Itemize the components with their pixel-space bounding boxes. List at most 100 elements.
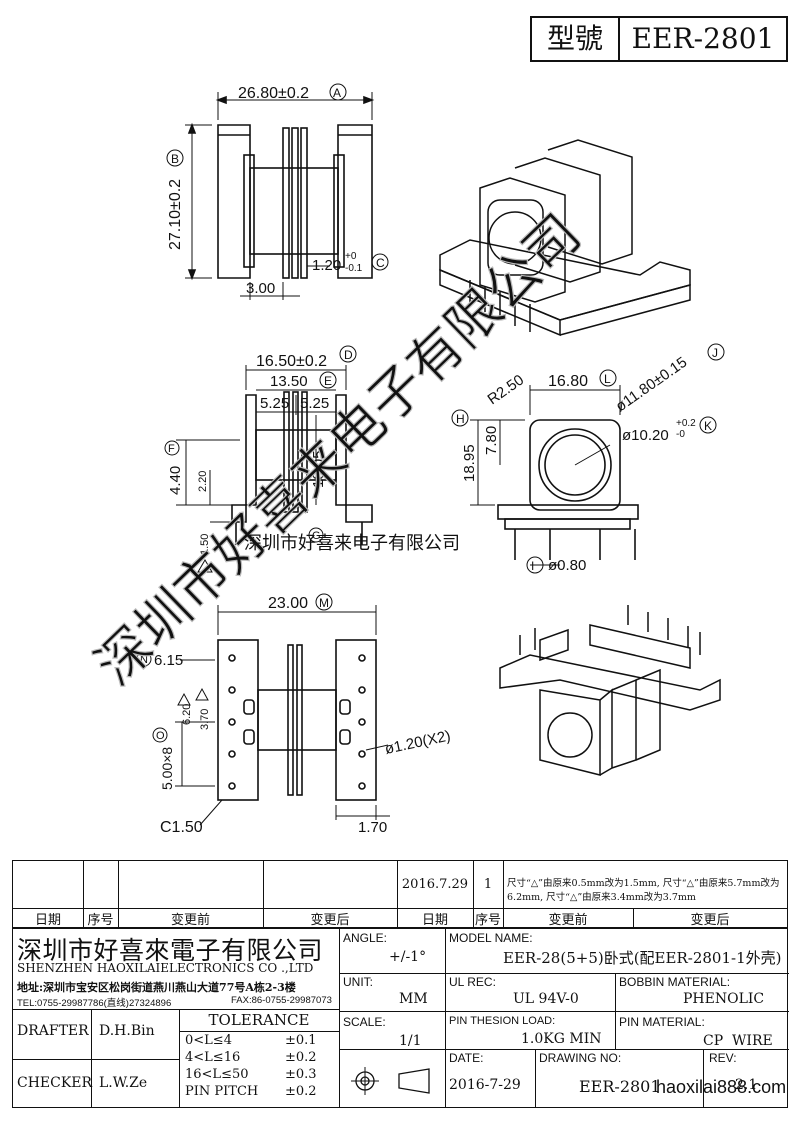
rev-header-after-1: 变更后 (310, 913, 350, 928)
model-box-value: EER-2801 (631, 22, 775, 55)
circle-label-j: J (712, 346, 718, 360)
scale-value: 1/1 (399, 1033, 422, 1049)
revision-number: 1 (483, 877, 493, 892)
drafter-value: D.H.Bin (99, 1023, 155, 1039)
drafter-label: DRAFTER (17, 1023, 89, 1039)
company-address: 地址:深圳市宝安区松岗街道燕川燕山大道77号A栋2-3楼 (17, 981, 296, 994)
circle-label-g: G (312, 530, 321, 542)
dim-front-width: 16.80 (548, 373, 588, 390)
checker-value: L.W.Ze (99, 1075, 148, 1091)
tol-range-4: PIN PITCH (185, 1084, 259, 1099)
circle-label-k: K (704, 419, 712, 433)
rev-value: 2.1 (735, 1077, 758, 1093)
angle-value: +/-1° (389, 949, 427, 965)
dim-front-dia1: ø11.80±0.15 (613, 354, 691, 416)
iso-view-bottom (499, 605, 721, 776)
iso-view-top (439, 139, 691, 337)
dim-front-dia2: ø10.20 (622, 427, 669, 444)
dim-front-h1: 18.95 (461, 444, 478, 482)
side-view-middle (176, 365, 373, 573)
dim-bot-c150: C1.50 (160, 819, 203, 836)
circle-label-m: M (319, 596, 329, 610)
dim-front-h2: 7.80 (483, 426, 500, 455)
dim-top-tol-minus: -0.1 (345, 263, 363, 274)
ul-label: UL REC: (449, 975, 496, 989)
drawno-label: DRAWING NO: (539, 1051, 622, 1065)
revision-note-line1: 尺寸“△”由原来0.5mm改为1.5mm, 尺寸“△”由原来5.7mm改为 (507, 878, 780, 889)
tol-range-2: 4<L≤16 (185, 1050, 241, 1065)
tol-range-1: 0<L≤4 (185, 1033, 232, 1048)
unit-label: UNIT: (343, 975, 373, 989)
dim-top-tol: 1.20 (312, 257, 341, 274)
dim-mid-width: 16.50±0.2 (256, 353, 327, 370)
revision-date: 2016.7.29 (401, 877, 469, 892)
circle-label-c: C (376, 256, 385, 270)
circle-label-a: A (333, 86, 341, 100)
dim-front-dia2-minus: -0 (676, 429, 685, 440)
projection-symbol (349, 1061, 439, 1101)
dim-bot-170: 1.70 (358, 819, 387, 836)
tol-value-2: ±0.2 (285, 1050, 317, 1065)
rev-header-before-2: 变更前 (548, 913, 588, 928)
dim-top-tol-plus: +0 (345, 251, 357, 262)
scale-label: SCALE: (343, 1015, 386, 1029)
circle-label-h: H (456, 412, 465, 426)
tol-value-1: ±0.1 (285, 1033, 317, 1048)
dim-top-height: 27.10±0.2 (167, 179, 184, 250)
revision-note-line2: 6.2mm, 尺寸“△”由原来3.4mm改为3.7mm (507, 892, 696, 903)
drawing-area: 26.80±0.2 A 27.10±0.2 B 3.00 1.20 +0 -0.… (136, 83, 725, 836)
circle-label-e: E (324, 374, 332, 388)
title-block: 深圳市好喜來電子有限公司 SHENZHEN HAOXILAIELECTRONIC… (12, 928, 789, 1108)
tol-range-3: 16<L≤50 (185, 1067, 249, 1082)
circle-label-l: L (604, 372, 611, 386)
company-fax: FAX:86-0755-29987073 (231, 995, 332, 1006)
dim-mid-150: 1.50 (199, 534, 211, 555)
revision-table: 2016.7.29 1 尺寸“△”由原来0.5mm改为1.5mm, 尺寸“△”由… (12, 860, 788, 928)
rev-header-after-2: 变更后 (690, 913, 730, 928)
dim-mid-height: 18.05 (310, 450, 327, 488)
ul-value: UL 94V-0 (513, 991, 579, 1007)
model-label: MODEL NAME: (449, 931, 533, 945)
dim-mid-220: 2.20 (197, 471, 209, 492)
dim-bot-615: 6.15 (154, 652, 183, 669)
circle-label-b: B (171, 152, 179, 166)
dim-front-r: R2.50 (485, 371, 528, 408)
dim-front-pin: ø0.80 (548, 557, 586, 574)
tol-value-3: ±0.3 (285, 1067, 317, 1082)
rev-header-no-2: 序号 (474, 913, 501, 928)
rev-header-date-1: 日期 (34, 913, 61, 928)
pinload-label: PIN THESION LOAD: (449, 1015, 556, 1027)
company-tel: TEL:0755-29987786(直线)27324896 (17, 998, 172, 1009)
pinmat-label: PIN MATERIAL: (619, 1015, 705, 1029)
rev-header-before-1: 变更前 (170, 913, 210, 928)
rev-header-date-2: 日期 (421, 913, 448, 928)
model-box: 型號 EER-2801 (530, 16, 788, 62)
pinload-value: 1.0KG MIN (521, 1031, 602, 1047)
unit-value: MM (399, 991, 428, 1007)
circle-label-o: O (156, 730, 165, 742)
dim-mid-left: 5.25 (260, 395, 289, 412)
model-value: EER-28(5+5)卧式(配EER-2801-1外壳) (503, 949, 782, 967)
angle-label: ANGLE: (343, 931, 388, 945)
rev-label: REV: (709, 1051, 737, 1065)
circle-label-n: N (140, 654, 148, 666)
side-view-top (185, 92, 375, 300)
dim-top-width: 26.80±0.2 (238, 85, 309, 102)
tolerance-label: TOLERANCE (208, 1011, 310, 1029)
dim-bot-width: 23.00 (268, 595, 308, 612)
company-name-cn: 深圳市好喜來電子有限公司 (17, 936, 324, 965)
tol-value-4: ±0.2 (285, 1084, 317, 1099)
dim-mid-inner: 13.50 (270, 373, 308, 390)
drawno-value: EER-2801 (579, 1077, 661, 1096)
bobbin-label: BOBBIN MATERIAL: (619, 975, 731, 989)
dim-top-small: 3.00 (246, 280, 275, 297)
dim-mid-440: 4.40 (167, 466, 184, 495)
checker-label: CHECKER (17, 1075, 93, 1091)
company-name-en: SHENZHEN HAOXILAIELECTRONICS CO .,LTD (17, 961, 314, 975)
dim-bot-hole: ø1.20(X2) (383, 727, 452, 757)
circle-label-d: D (344, 348, 353, 362)
front-view (470, 385, 639, 566)
dim-bot-500: 5.00×8 (159, 747, 175, 790)
date-value: 2016-7-29 (449, 1077, 521, 1093)
rev-header-no-1: 序号 (87, 913, 114, 928)
